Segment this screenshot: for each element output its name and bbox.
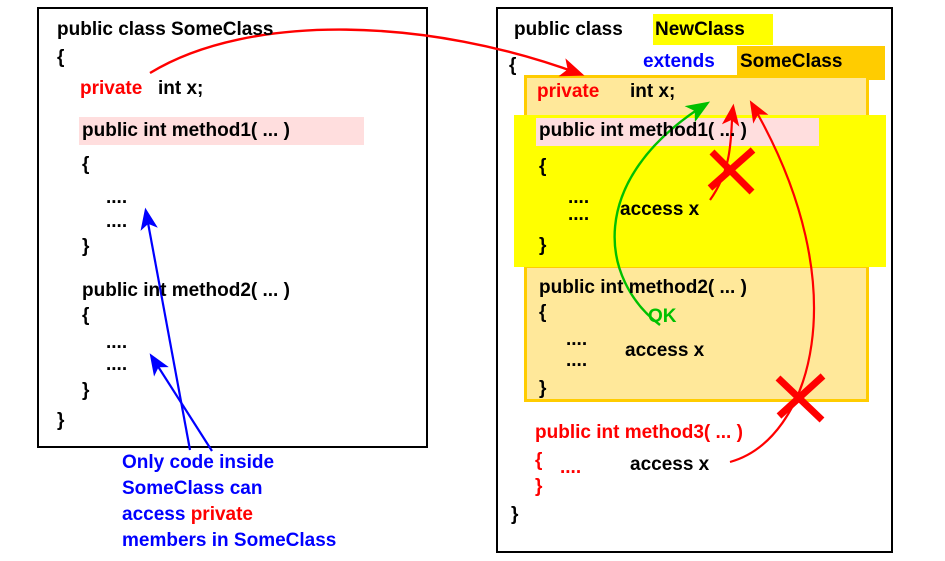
right-class-close: } (511, 504, 519, 525)
right-method3-signature: public int method3( ... ) (535, 422, 743, 443)
left-method1-open: { (82, 154, 90, 175)
left-method2-dots-2: .... (106, 354, 128, 375)
left-method1-dots-2: .... (106, 211, 128, 232)
right-method1-dots-2: .... (568, 204, 590, 225)
left-method2-close: } (82, 380, 90, 401)
left-method2-dots-1: .... (106, 332, 128, 353)
newclass-box (496, 7, 893, 553)
caption-block: Only code inside SomeClass can access pr… (122, 450, 442, 554)
right-method2-close: } (539, 378, 547, 399)
right-method2-open: { (539, 302, 547, 323)
right-method2-dots-1: .... (566, 329, 588, 350)
left-private-keyword: private (80, 78, 143, 99)
highlight-someclass (737, 46, 885, 80)
right-private-keyword: private (537, 81, 600, 102)
right-field-decl: int x; (630, 81, 676, 102)
caption-line-1: Only code inside (122, 452, 275, 473)
caption-private-keyword: private (190, 504, 253, 525)
left-method2-open: { (82, 305, 90, 326)
right-method3-dots: .... (560, 457, 582, 478)
right-method1-signature: public int method1( ... ) (539, 120, 747, 141)
someclass-box (37, 7, 428, 448)
right-class-header-prefix: public class (514, 19, 623, 40)
right-method2-ok-label: OK (648, 306, 677, 327)
right-extends-name: SomeClass (740, 51, 843, 72)
left-method2-signature: public int method2( ... ) (82, 280, 290, 301)
right-method1-close: } (539, 235, 547, 256)
right-class-open-brace: { (509, 55, 517, 76)
right-method2-access: access x (625, 340, 705, 361)
right-method2-dots-2: .... (566, 350, 588, 371)
left-field-decl: int x; (158, 78, 204, 99)
right-method3-open: { (535, 450, 543, 471)
right-method1-access: access x (620, 199, 700, 220)
left-class-open-brace: { (57, 47, 65, 68)
right-method3-close: } (535, 476, 543, 497)
left-method1-close: } (82, 236, 90, 257)
left-method1-dots-1: .... (106, 187, 128, 208)
right-method1-dots-1: .... (568, 187, 590, 208)
right-class-header-name: NewClass (655, 19, 745, 40)
right-method3-access: access x (630, 454, 710, 475)
caption-line-2: SomeClass can (122, 478, 263, 499)
left-class-header: public class SomeClass (57, 19, 274, 40)
caption-line-4: members in SomeClass (122, 530, 337, 551)
right-extends-keyword: extends (643, 51, 715, 72)
left-class-close: } (57, 410, 65, 431)
highlight-newclass (653, 14, 773, 45)
caption-line-3: access private (122, 502, 442, 528)
caption-line-3-prefix: access (122, 504, 186, 525)
right-method2-signature: public int method2( ... ) (539, 277, 747, 298)
highlight-method1-signature-left (79, 117, 364, 145)
right-method1-open: { (539, 156, 547, 177)
left-method1-signature: public int method1( ... ) (82, 120, 290, 141)
